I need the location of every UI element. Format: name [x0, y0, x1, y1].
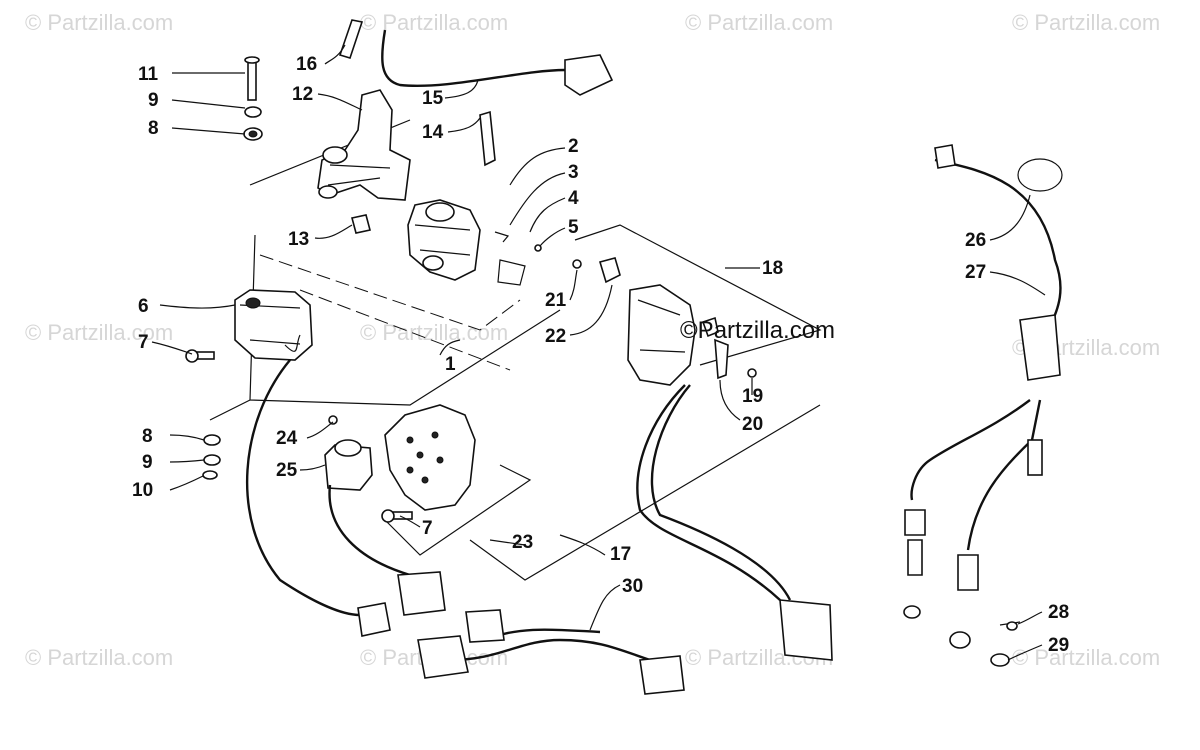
- washers-lower: [202, 434, 221, 480]
- connector-mid: [397, 571, 446, 616]
- connector-harness-a: [417, 635, 469, 679]
- callout-2: 2: [568, 136, 579, 157]
- watermark: © Partzilla.com: [25, 320, 173, 345]
- callout-16: 16: [296, 54, 317, 75]
- callout-21: 21: [545, 290, 567, 311]
- pin-and-washers-top: [243, 56, 263, 141]
- kill-switch: [572, 257, 757, 386]
- wiring: [245, 29, 1062, 662]
- button-housing: [324, 439, 373, 491]
- callout-12: 12: [292, 84, 313, 105]
- connector-right: [779, 599, 833, 661]
- watermark: © Partzilla.com: [1012, 645, 1160, 670]
- callout-25: 25: [276, 460, 298, 481]
- callout-20: 20: [742, 414, 763, 435]
- connector-left: [357, 602, 391, 637]
- watermark: © Partzilla.com: [25, 10, 173, 35]
- screw: [185, 349, 215, 363]
- leader-lines: [151, 44, 1046, 661]
- callout-numbers: 1 2 3 4 5 6 7 7 8 8 9 9 10 11 12 13 14 1…: [132, 54, 1069, 656]
- watermark: © Partzilla.com: [1012, 10, 1160, 35]
- callout-27: 27: [965, 262, 986, 283]
- bushing: [351, 214, 371, 234]
- callout-7: 7: [138, 332, 149, 353]
- screw: [381, 509, 413, 523]
- callout-23: 23: [512, 532, 533, 553]
- throttle-lever: [317, 89, 411, 201]
- callout-6: 6: [138, 296, 149, 317]
- callout-9: 9: [142, 452, 153, 473]
- callout-3: 3: [568, 162, 579, 183]
- callout-17: 17: [610, 544, 631, 565]
- callout-11: 11: [138, 64, 159, 85]
- small-parts-top: [338, 19, 496, 167]
- callout-18: 18: [762, 258, 783, 279]
- callout-29: 29: [1048, 635, 1069, 656]
- connector-harness-c: [639, 655, 685, 695]
- callout-24: 24: [276, 428, 298, 449]
- rotor-holes: [406, 431, 444, 484]
- callout-30: 30: [622, 576, 643, 597]
- switch-body: [407, 199, 481, 281]
- callout-13: 13: [288, 229, 309, 250]
- switch-housing-left: [234, 289, 313, 361]
- callout-8: 8: [148, 118, 159, 139]
- watermark: © Partzilla.com: [25, 645, 173, 670]
- callout-8: 8: [142, 426, 153, 447]
- callout-14: 14: [422, 122, 444, 143]
- callout-1: 1: [445, 354, 456, 375]
- callout-10: 10: [132, 480, 153, 501]
- connector-harness-b: [465, 609, 505, 643]
- rotor-cover: [328, 404, 476, 511]
- watermark-layer: © Partzilla.com © Partzilla.com © Partzi…: [25, 10, 1160, 670]
- callout-7: 7: [422, 518, 433, 539]
- watermark: © Partzilla.com: [360, 10, 508, 35]
- springs-and-clips: [494, 231, 542, 286]
- callout-4: 4: [568, 188, 579, 209]
- watermark: © Partzilla.com: [685, 10, 833, 35]
- callout-22: 22: [545, 326, 566, 347]
- callout-9: 9: [148, 90, 159, 111]
- callout-28: 28: [1048, 602, 1069, 623]
- connector-top: [564, 54, 614, 96]
- connectors: [357, 54, 833, 695]
- callout-19: 19: [742, 386, 763, 407]
- watermark-main: ©Partzilla.com: [680, 317, 835, 344]
- callout-5: 5: [568, 217, 579, 238]
- callout-15: 15: [422, 88, 444, 109]
- throttle-cable: [903, 144, 1063, 667]
- callout-26: 26: [965, 230, 986, 251]
